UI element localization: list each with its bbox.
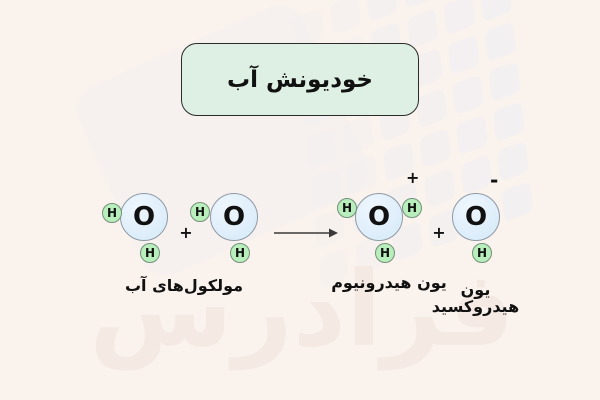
- hydrogen-atom: H: [102, 203, 122, 223]
- watermark-tile: [488, 60, 521, 102]
- watermark-tile: [366, 0, 398, 23]
- oxygen-atom: O: [355, 193, 403, 241]
- watermark-tile: [443, 0, 476, 36]
- hydronium-label: یون هیدرونیوم: [331, 273, 447, 292]
- watermark-tile: [346, 154, 378, 196]
- watermark-tile: [456, 114, 488, 156]
- watermark-tile: [407, 7, 439, 49]
- hydrogen-atom: H: [140, 243, 160, 263]
- watermark-tile: [415, 87, 447, 129]
- plus-operator-2: +: [432, 223, 446, 242]
- positive-charge: +: [406, 168, 420, 187]
- watermark-tile: [342, 114, 374, 156]
- watermark-tile: [402, 0, 435, 9]
- watermark-tile: [452, 74, 484, 116]
- negative-charge: -: [490, 168, 499, 192]
- watermark-tile: [423, 167, 456, 209]
- watermark-tile: [480, 0, 512, 23]
- hydrogen-atom: H: [230, 243, 250, 263]
- hydrogen-atom: H: [375, 243, 395, 263]
- oxygen-atom: O: [210, 193, 258, 241]
- watermark-tile: [447, 34, 480, 76]
- page-title: خودیونش آب: [226, 66, 373, 93]
- watermark-tile: [460, 154, 493, 196]
- reaction-arrow-icon: [274, 228, 338, 238]
- hydrogen-atom: H: [402, 198, 422, 218]
- title-box: خودیونش آب: [181, 43, 419, 116]
- watermark-tile: [493, 100, 525, 142]
- oxygen-atom: O: [120, 193, 168, 241]
- watermark-tile: [484, 20, 517, 63]
- watermark-tile: [309, 167, 342, 209]
- watermark-tile: [501, 180, 533, 222]
- watermark-tile: [305, 127, 338, 169]
- hydrogen-atom: H: [472, 243, 492, 263]
- hydrogen-atom: H: [337, 198, 357, 218]
- oxygen-atom: O: [452, 193, 500, 241]
- plus-operator-1: +: [179, 223, 193, 242]
- watermark-tile: [329, 0, 362, 36]
- watermark-tile: [419, 127, 452, 169]
- reactants-label: مولکول‌های آب: [124, 276, 244, 295]
- hydroxide-label: یون هیدروکسید: [431, 280, 520, 316]
- watermark-tile: [497, 140, 529, 182]
- hydrogen-atom: H: [190, 202, 210, 222]
